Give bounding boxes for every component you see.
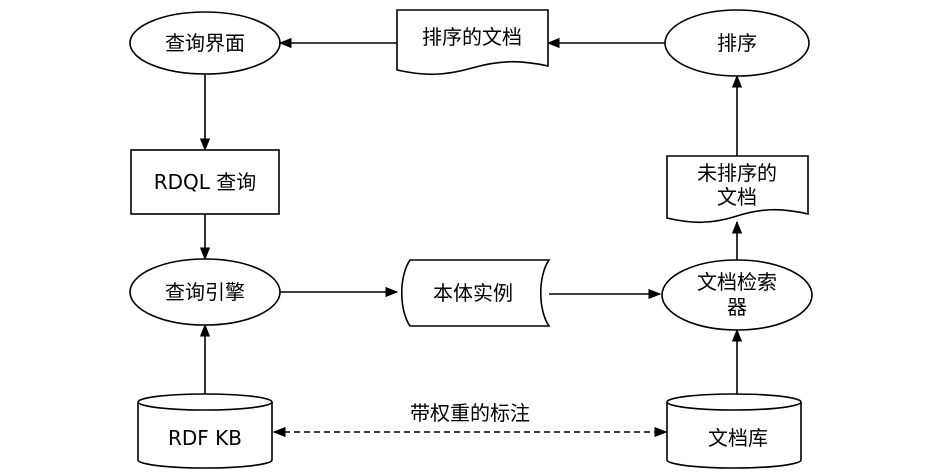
node-rdf-kb: RDF KB [137, 393, 273, 469]
node-query-engine: 查询引擎 [129, 258, 281, 326]
node-rdql-query: RDQL 查询 [130, 149, 280, 215]
node-rdql-query-label: RDQL 查询 [154, 170, 257, 194]
node-query-interface-label: 查询界面 [165, 31, 245, 55]
node-doc-library: 文档库 [666, 393, 802, 469]
edges: 带权重的标注 [199, 37, 743, 438]
node-sorted-docs: 排序的文档 [396, 9, 549, 76]
edge-label-weighted-annotation: 带权重的标注 [410, 401, 530, 425]
node-rdf-kb-label: RDF KB [168, 426, 242, 450]
node-ontology-instances-label: 本体实例 [433, 281, 513, 305]
node-sorted-docs-label: 排序的文档 [422, 25, 522, 49]
node-unsorted-docs-label-line1: 未排序的 [697, 161, 777, 185]
node-unsorted-docs-label-line2: 文档 [717, 185, 757, 209]
node-doc-retriever: 文档检索 器 [661, 259, 813, 331]
node-doc-library-label: 文档库 [708, 426, 768, 450]
node-doc-retriever-label-line1: 文档检索 [697, 270, 777, 294]
node-sort-label: 排序 [717, 31, 757, 55]
node-query-interface: 查询界面 [129, 11, 281, 75]
node-doc-retriever-label-line2: 器 [727, 295, 747, 319]
node-query-engine-label: 查询引擎 [165, 280, 245, 304]
node-unsorted-docs: 未排序的 文档 [666, 155, 809, 224]
node-ontology-instances: 本体实例 [401, 259, 551, 327]
nodes: 查询界面 排序的文档 排序 RDQL 查询 未排序的 文档 查询引擎 [129, 9, 813, 469]
node-sort: 排序 [664, 9, 810, 77]
